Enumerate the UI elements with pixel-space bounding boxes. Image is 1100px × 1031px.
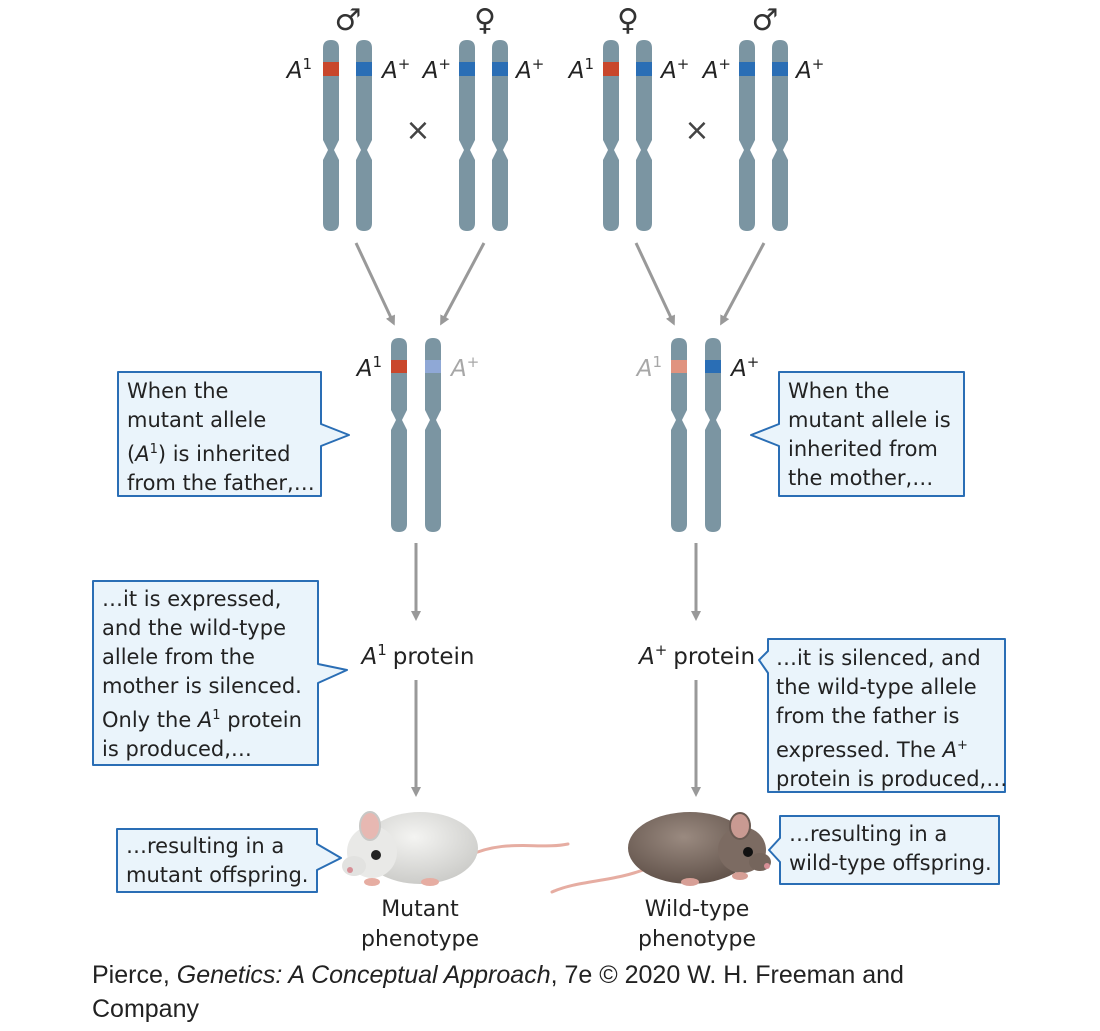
allele-band-aplus-expressed xyxy=(705,360,721,373)
allele-band-aplus xyxy=(459,62,475,76)
mutant-mouse-illustration xyxy=(342,811,570,886)
chromosome-maternal-left xyxy=(603,40,619,231)
callout-maternal-inheritance: When the mutant allele is inherited from… xyxy=(788,379,951,490)
arrow xyxy=(634,242,675,326)
allele-band-a1 xyxy=(603,62,619,76)
allele-label: A+ xyxy=(514,55,544,84)
chromosome-paternal-left xyxy=(739,40,755,231)
callout-bubble xyxy=(750,371,965,497)
female-symbol: ♀ xyxy=(617,3,639,38)
chromosome-maternal-left xyxy=(459,40,475,231)
allele-band-aplus xyxy=(739,62,755,76)
allele-band-aplus xyxy=(492,62,508,76)
callout-silenced: …it is silenced, and the wild-type allel… xyxy=(776,646,1008,791)
chromosome-paternal xyxy=(391,338,407,532)
callout-bubble xyxy=(768,815,1000,885)
figure-credit: Pierce, Genetics: A Conceptual Approach,… xyxy=(92,961,904,1023)
parent-right-male: ♂ A+ A+ xyxy=(701,3,824,231)
allele-label-expressed: A1 xyxy=(355,353,382,382)
cross-symbol: × xyxy=(684,113,709,148)
allele-band-aplus xyxy=(636,62,652,76)
allele-band-a1-silenced xyxy=(671,360,687,373)
callout-bubble xyxy=(117,371,350,497)
offspring-right: A1 A+ xyxy=(635,338,759,532)
callout-mutant-result: …resulting in a mutant offspring. xyxy=(126,834,309,887)
chromosome-maternal-right xyxy=(636,40,652,231)
allele-label: A+ xyxy=(701,55,731,84)
chromosome-paternal-right xyxy=(356,40,372,231)
parent-left-male: ♂ A1 A+ xyxy=(285,3,410,231)
callout-bubble xyxy=(116,828,342,893)
callout-bubble xyxy=(758,638,1006,793)
allele-label-silenced: A+ xyxy=(449,353,479,382)
chromosome-paternal-right xyxy=(772,40,788,231)
callout-wildtype-result: …resulting in a wild-type offspring. xyxy=(789,822,992,875)
male-symbol: ♂ xyxy=(752,3,779,38)
chromosome-paternal-left xyxy=(323,40,339,231)
allele-label-expressed: A+ xyxy=(729,353,759,382)
female-symbol: ♀ xyxy=(474,3,496,38)
allele-label-silenced: A1 xyxy=(635,353,662,382)
callout-bubble xyxy=(92,580,348,766)
callout-expressed: …it is expressed, and the wild-type alle… xyxy=(102,587,302,761)
arrow xyxy=(720,242,766,326)
protein-label-aplus: A+protein xyxy=(637,641,755,670)
male-symbol: ♂ xyxy=(335,3,362,38)
allele-label: A+ xyxy=(659,55,689,84)
allele-label: A+ xyxy=(380,55,410,84)
allele-band-aplus-silenced xyxy=(425,360,441,373)
allele-label: A1 xyxy=(285,55,312,84)
allele-band-aplus xyxy=(356,62,372,76)
allele-label: A+ xyxy=(421,55,451,84)
chromosome-maternal-right xyxy=(492,40,508,231)
cross-symbol: × xyxy=(405,113,430,148)
arrow xyxy=(354,242,395,326)
allele-band-a1-expressed xyxy=(391,360,407,373)
arrow xyxy=(440,242,486,326)
callout-paternal-inheritance: When the mutant allele (A1) is inherited… xyxy=(127,379,315,495)
parent-left-female: ♀ A+ A+ xyxy=(421,3,544,231)
chromosome-maternal xyxy=(425,338,441,532)
chromosome-paternal xyxy=(705,338,721,532)
allele-label: A1 xyxy=(567,55,594,84)
offspring-left: A1 A+ xyxy=(355,338,479,532)
wildtype-mouse-illustration xyxy=(550,812,771,894)
allele-band-aplus xyxy=(772,62,788,76)
allele-band-a1 xyxy=(323,62,339,76)
chromosome-maternal xyxy=(671,338,687,532)
parent-right-female: ♀ A1 A+ xyxy=(567,3,689,231)
allele-label: A+ xyxy=(794,55,824,84)
imprinting-diagram: ♂ A1 A+ × ♀ A+ A+ ♀ xyxy=(92,3,1006,952)
